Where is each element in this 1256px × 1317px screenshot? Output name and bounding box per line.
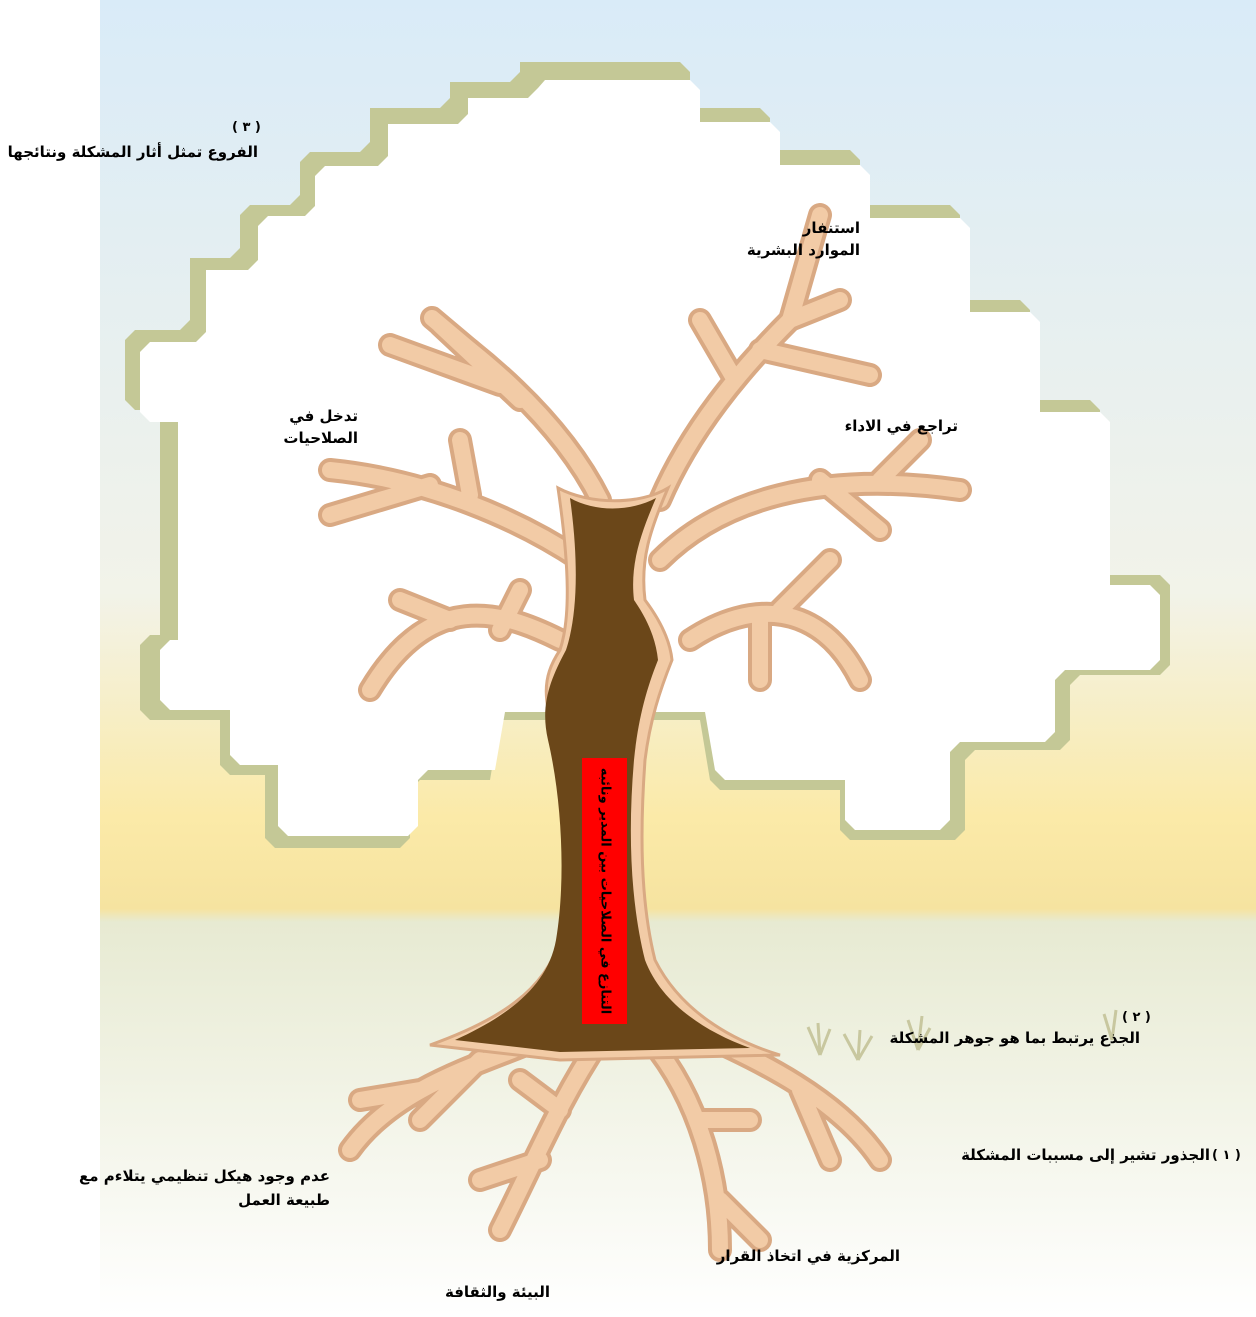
effect-label: استنفار xyxy=(740,218,860,238)
cause-label: عدم وجود هيكل تنظيمي يتلاءم مع xyxy=(40,1166,330,1186)
trunk-label-box: التنازع في الصلاحيات بين المدير ونائبه xyxy=(582,758,627,1024)
trunk-label: التنازع في الصلاحيات بين المدير ونائبه xyxy=(597,768,612,1014)
effect-label: الموارد البشرية xyxy=(700,240,860,260)
effect-label: تدخل في xyxy=(250,406,358,426)
effect-label: الصلاحيات xyxy=(250,428,358,448)
cause-label: طبيعة العمل xyxy=(170,1190,330,1210)
roots-caption: الجذور تشير إلى مسببات المشكلة xyxy=(950,1145,1210,1165)
effect-label: تراجع في الاداء xyxy=(810,416,958,436)
cause-label: المركزية في اتخاذ القرار xyxy=(690,1246,900,1266)
trunk-caption-number: ( ٢ ) xyxy=(1122,1010,1151,1025)
cause-label: البيئة والثقافة xyxy=(400,1282,550,1302)
roots-caption-number: ( ١ ) xyxy=(1212,1148,1241,1163)
branches-caption-number: ( ٣ ) xyxy=(232,120,261,135)
branches-caption: الفروع تمثل أثار المشكلة ونتائجها xyxy=(10,142,258,162)
trunk-caption: الجذع يرتبط بما هو جوهر المشكلة xyxy=(860,1028,1140,1048)
